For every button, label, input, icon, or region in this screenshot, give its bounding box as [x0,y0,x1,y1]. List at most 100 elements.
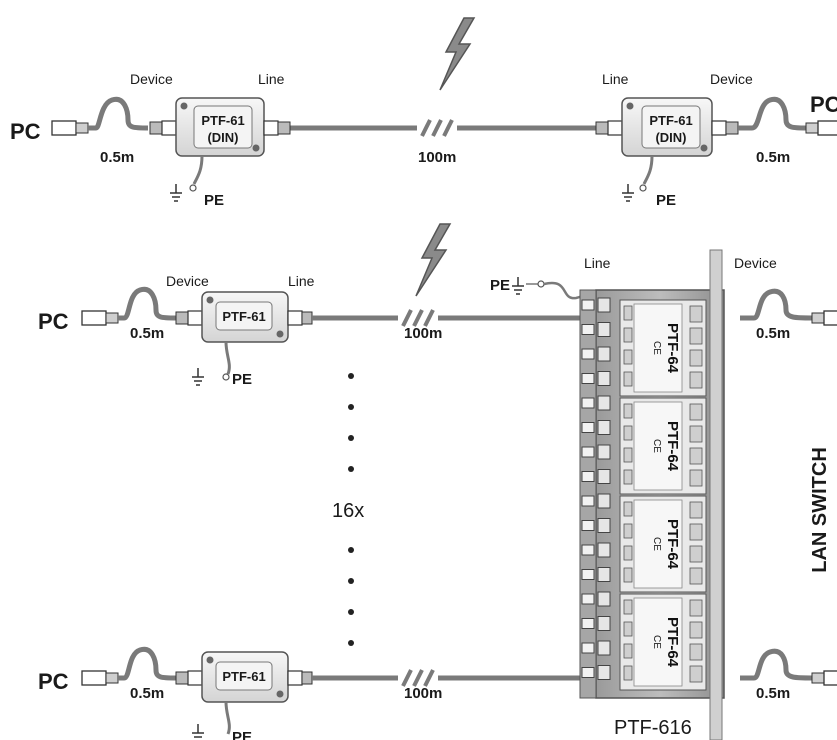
top-left-line-label: Line [258,71,285,87]
top-right-pe-label: PE [656,192,676,209]
top-left-pc-label: PC [10,119,41,144]
rack-line-port [581,469,611,484]
rack-device-label: Device [734,255,777,271]
module-port [623,469,633,485]
module-port [623,501,633,517]
rack-line-port [581,542,611,558]
last-distance: 100m [404,685,442,702]
rj45-plug-icon [287,670,313,686]
rj45-plug-icon [81,670,119,686]
top-right-box-name: PTF-61 [649,113,692,128]
module-port [623,349,633,365]
rj45-plug-icon [595,120,623,136]
top-right-line-label: Line [602,71,629,87]
rack-line-label: Line [584,255,611,271]
ground-icon [170,184,182,202]
rj45-plug-icon [287,310,313,326]
last-device-cable [118,646,177,681]
last-box-name: PTF-61 [222,669,265,684]
switch-cable-last [740,648,813,681]
ptf64-module-label: PTF-64 [664,519,681,570]
rj45-plug-icon [51,120,89,136]
first-distance: 100m [404,325,442,342]
ce-mark: CE [651,635,662,649]
module-port [689,469,703,487]
module-port [623,403,633,419]
last-station-row: PTF-61 PC 0.5m 100m PE [38,646,592,740]
ptf64-module-label: PTF-64 [664,421,681,472]
cable-break-marks [417,119,457,137]
rack-line-port [581,395,611,411]
rack-line-port [581,493,611,509]
top-right-box-sub: (DIN) [655,130,686,145]
bottom-device-label: Device [166,273,209,289]
rack-line-port [581,616,611,631]
lan-switch-label: LAN SWITCH [809,447,831,573]
module-port [623,567,633,583]
module-port [623,523,633,539]
lightning-icon [439,17,476,91]
top-row: PTF-61 (DIN) PTF-61 (DIN) [10,17,837,209]
ellipsis-dots [348,373,354,646]
rj45-plug-icon [805,120,837,136]
rj45-plug-icon [811,670,837,686]
module-port [689,501,703,519]
module-port [623,425,633,441]
module-port [623,371,633,387]
rack-line-port [581,591,611,607]
module-port [689,621,703,639]
rack-line-port [581,665,611,680]
rj45-plug-icon [81,310,119,326]
rj45-plug-icon [811,310,837,326]
top-left-pe-wire [192,155,204,185]
module-port [689,665,703,683]
rj45-plug-icon [263,120,291,136]
top-right-ptf61-box: PTF-61 (DIN) [621,97,713,157]
module-port [689,371,703,389]
cable-break-marks [398,669,438,687]
ptf64-module-label: PTF-64 [664,323,681,374]
module-port [689,447,703,465]
module-port [623,621,633,637]
ground-icon [192,724,204,738]
module-port [623,545,633,561]
ce-mark: CE [651,537,662,551]
top-right-pc-label: PC [810,92,837,117]
rack-line-port [581,346,611,362]
last-pe-label: PE [232,729,252,740]
rack-line-port [581,420,611,435]
first-pc-label: PC [38,309,69,334]
first-pe-wire [224,341,231,375]
first-device-cable [118,286,177,321]
top-left-box-sub: (DIN) [207,130,238,145]
last-pe-wire [224,701,231,735]
first-station-row: PTF-61 PC 0.5m 100m [38,286,592,388]
module-port [623,447,633,463]
top-left-device-label: Device [130,71,173,87]
bottom-section: PTF-61 PC 0.5m 100m [38,223,837,740]
module-port [689,599,703,617]
ptf64-module-label: PTF-64 [664,617,681,668]
ce-mark: CE [651,439,662,453]
top-left-device-cable [88,96,149,131]
first-ptf61-box: PTF-61 [201,291,289,343]
switch-cable-last-length: 0.5m [756,685,790,702]
module-port [689,545,703,563]
top-right-cable-length: 0.5m [756,149,790,166]
module-port [623,643,633,659]
station-count-label: 16x [332,500,364,522]
rj45-plug-icon [711,120,739,136]
rack-line-port [581,371,611,386]
module-port [689,327,703,345]
rack-line-port [581,322,611,337]
rack-pe-label: PE [490,277,510,294]
module-port [689,523,703,541]
top-left-cable-length: 0.5m [100,149,134,166]
ground-icon [192,368,204,386]
last-cable-length: 0.5m [130,685,164,702]
top-right-device-label: Device [710,71,753,87]
cable-break-marks [398,309,438,327]
